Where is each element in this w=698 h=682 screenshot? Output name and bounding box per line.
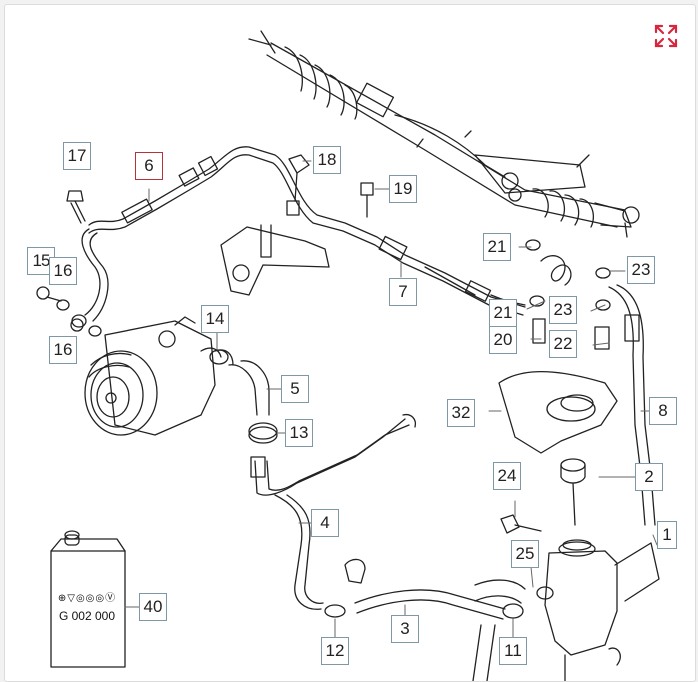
hose-3 (354, 579, 526, 681)
callout-21-lower[interactable]: 21 (489, 299, 517, 327)
callout-1[interactable]: 1 (657, 521, 677, 549)
heat-shield (498, 370, 618, 454)
pressure-hose (70, 146, 526, 332)
expand-arrows-icon[interactable] (653, 23, 679, 49)
callout-23-upper[interactable]: 23 (627, 256, 655, 284)
suction-hose (209, 349, 278, 444)
can-brand-logos: ⊕▽◎◎◎Ⓥ (57, 593, 117, 604)
can-part-number: G 002 000 (58, 609, 116, 623)
callout-12[interactable]: 12 (321, 637, 349, 665)
callout-4[interactable]: 4 (311, 509, 339, 537)
callout-18[interactable]: 18 (313, 146, 341, 174)
callout-8[interactable]: 8 (649, 397, 677, 425)
mounting-bracket (220, 224, 330, 296)
callout-21-upper[interactable]: 21 (483, 233, 511, 261)
reservoir (536, 458, 660, 681)
callout-16-upper[interactable]: 16 (49, 257, 77, 285)
hose-8 (608, 284, 656, 526)
callout-22[interactable]: 22 (549, 330, 577, 358)
callout-11[interactable]: 11 (499, 637, 527, 665)
callout-25[interactable]: 25 (511, 540, 539, 568)
callout-7[interactable]: 7 (389, 278, 417, 306)
callout-17[interactable]: 17 (63, 142, 91, 170)
callout-2[interactable]: 2 (635, 463, 663, 491)
diagram-card: 17 6 18 19 15 16 21 23 7 16 14 21 23 20 … (4, 4, 696, 682)
oil-can (50, 530, 126, 668)
callout-24[interactable]: 24 (493, 462, 521, 490)
callout-3[interactable]: 3 (391, 615, 419, 643)
pipe-4 (250, 413, 417, 618)
callout-13[interactable]: 13 (285, 419, 313, 447)
callout-16-lower[interactable]: 16 (49, 336, 77, 364)
bolts (36, 154, 611, 534)
leader-lines (124, 160, 658, 638)
callout-6[interactable]: 6 (135, 152, 163, 180)
power-steering-diagram (36, 30, 660, 681)
callout-14[interactable]: 14 (201, 305, 229, 333)
callout-5[interactable]: 5 (281, 375, 309, 403)
steering-pump (84, 316, 234, 436)
callout-32[interactable]: 32 (447, 399, 475, 427)
steering-rack (248, 30, 640, 238)
callout-20[interactable]: 20 (489, 326, 517, 354)
callout-23-lower[interactable]: 23 (549, 296, 577, 324)
callout-19[interactable]: 19 (389, 175, 417, 203)
callout-40[interactable]: 40 (139, 593, 167, 621)
